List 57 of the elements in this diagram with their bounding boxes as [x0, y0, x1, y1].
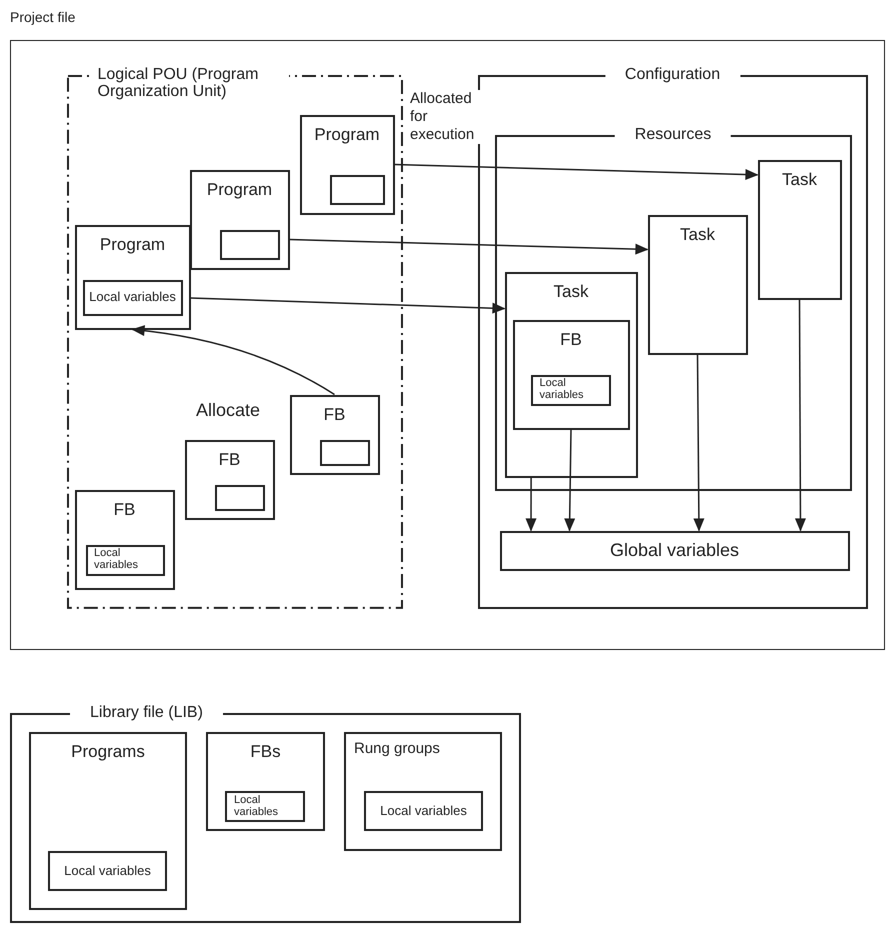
box-title: Rung groups — [354, 740, 440, 758]
variable-label: Local variables — [234, 794, 280, 818]
variable-label: Local variables — [540, 378, 585, 402]
variable-label: Local variables — [89, 290, 176, 305]
card — [290, 394, 380, 474]
arrow — [526, 478, 537, 532]
card — [214, 484, 264, 510]
card — [29, 732, 187, 910]
group-heading: Project file — [10, 9, 76, 26]
card — [330, 174, 384, 204]
box-title: Program — [206, 180, 272, 200]
box-title: Programs — [71, 742, 145, 762]
arrow — [289, 238, 649, 255]
box-title: Task — [680, 224, 715, 244]
card — [74, 490, 174, 590]
box-title: FB — [218, 450, 240, 470]
group-heading: Library file (LIB) — [70, 704, 223, 722]
panel — [530, 374, 610, 406]
panel — [648, 214, 748, 354]
group-heading: Logical POU (Program Organization Unit) — [92, 66, 288, 101]
box-title: Global variables — [610, 540, 740, 561]
box-title: Task — [782, 170, 817, 190]
card — [206, 732, 325, 831]
card — [300, 114, 394, 214]
panel — [82, 280, 182, 316]
card — [74, 224, 190, 330]
box-title: FB — [560, 330, 582, 350]
panel — [48, 851, 167, 891]
variable-label: Local variables — [64, 864, 151, 878]
box-title: FBs — [250, 742, 281, 762]
box-title: Task — [554, 282, 588, 302]
arrow — [190, 297, 506, 314]
box-title: Program — [314, 124, 380, 144]
card — [512, 320, 630, 430]
arrow — [394, 164, 759, 180]
box-title: FB — [114, 500, 136, 520]
card — [220, 230, 280, 260]
panel — [758, 160, 842, 300]
box-title: Program — [100, 234, 166, 254]
card — [504, 272, 638, 478]
card — [184, 440, 274, 520]
arrow — [131, 325, 335, 396]
arrow — [564, 429, 576, 532]
card — [344, 732, 502, 851]
group-heading: Configuration — [604, 66, 740, 84]
panel — [364, 791, 483, 831]
panel — [225, 791, 305, 822]
card — [190, 170, 290, 270]
arrow — [794, 300, 806, 532]
global-variables-bar — [500, 530, 850, 570]
box-title: FB — [324, 404, 346, 424]
variable-label: Local variables — [94, 548, 140, 572]
panel — [86, 544, 164, 576]
arrow — [693, 354, 704, 532]
card — [320, 440, 370, 466]
variable-label: Local variables — [380, 804, 467, 818]
edge-label: Allocated for execution — [410, 90, 480, 144]
